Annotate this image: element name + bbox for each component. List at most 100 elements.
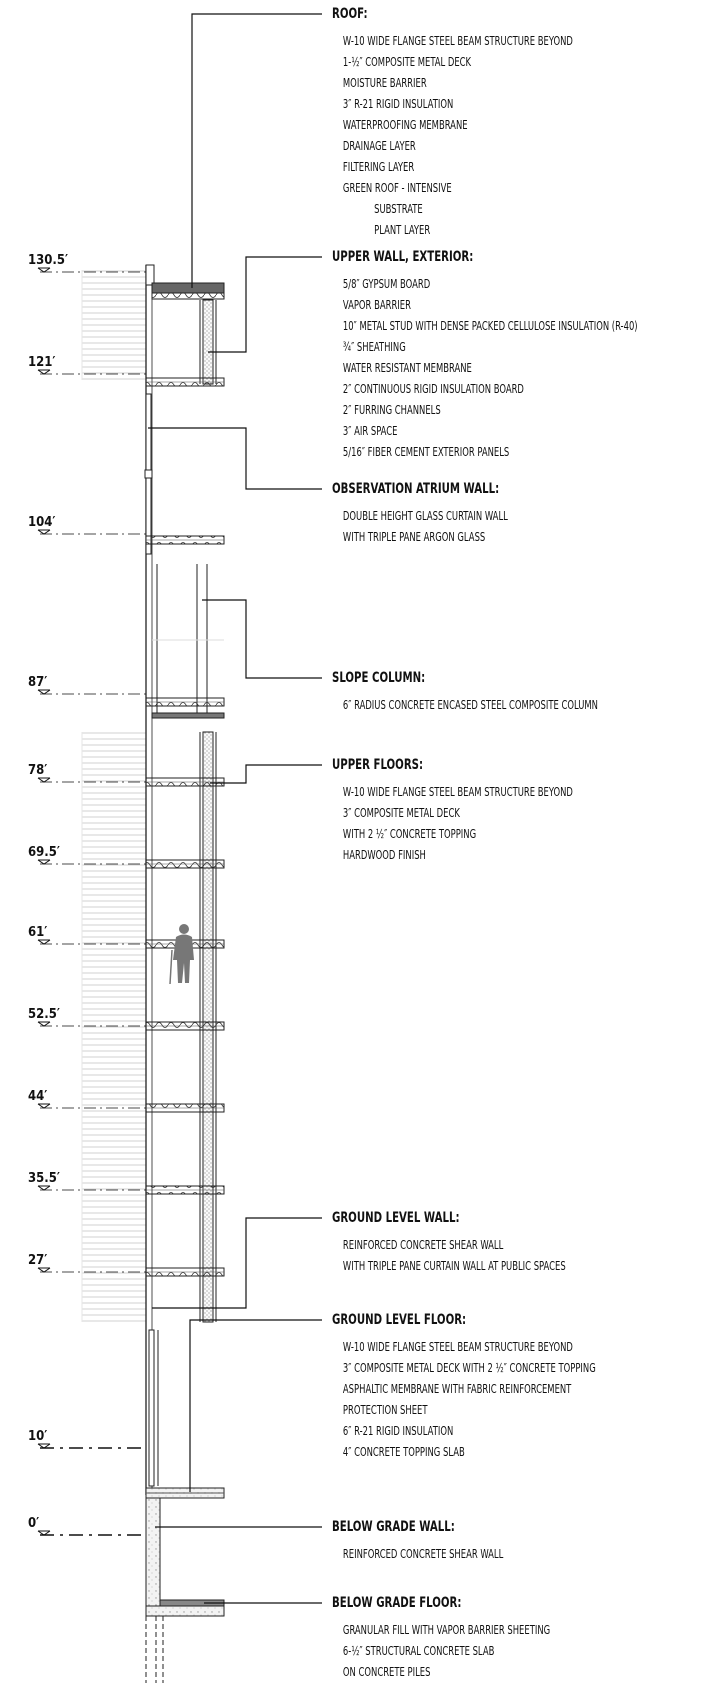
note-title: OBSERVATION ATRIUM WALL: <box>332 481 500 497</box>
leader-slope-column <box>202 599 322 679</box>
note-item: ASPHALTIC MEMBRANE WITH FABRIC REINFORCE… <box>342 1382 572 1396</box>
level-marker: 0′ <box>28 1516 146 1536</box>
building-section <box>144 264 225 1683</box>
note-item: WATERPROOFING MEMBRANE <box>342 118 468 132</box>
level-label: 121′ <box>28 355 56 370</box>
level-marker: 121′ <box>28 355 146 375</box>
note-block: UPPER WALL, EXTERIOR: 5/8″ GYPSUM BOARD VA… <box>332 248 638 463</box>
note-item: 5/8″ GYPSUM BOARD <box>342 277 431 291</box>
note-title: UPPER FLOORS: <box>332 757 424 773</box>
below-grade-wall <box>145 1497 161 1609</box>
level-marker: 52.5′ <box>28 1007 146 1027</box>
note-item: WITH 2 ½″ CONCRETE TOPPING <box>342 827 477 841</box>
note-item: 3″ COMPOSITE METAL DECK WITH 2 ½″ CONCRE… <box>342 1361 596 1375</box>
floor-slab <box>145 697 225 707</box>
siding-upper <box>82 270 146 380</box>
note-item: WATER RESISTANT MEMBRANE <box>342 361 472 375</box>
note-title: UPPER WALL, EXTERIOR: <box>332 249 474 265</box>
level-marker: 10′ <box>28 1429 146 1449</box>
note-item: ON CONCRETE PILES <box>342 1665 431 1679</box>
note-title: GROUND LEVEL FLOOR: <box>332 1312 467 1328</box>
note-block: SLOPE COLUMN:6″ RADIUS CONCRETE ENCASED … <box>332 669 598 716</box>
level-marker: 27′ <box>28 1253 146 1273</box>
note-item: 3″ R-21 RIGID INSULATION <box>342 97 454 111</box>
note-item: 10″ METAL STUD WITH DENSE PACKED CELLULO… <box>342 319 638 333</box>
leader-ground-floor <box>189 1319 322 1492</box>
note-item: GREEN ROOF - INTENSIVE <box>342 181 452 195</box>
note-item: SUBSTRATE <box>374 202 423 216</box>
note-title: BELOW GRADE FLOOR: <box>332 1595 462 1611</box>
level-marker: 35.5′ <box>28 1171 146 1191</box>
note-item: REINFORCED CONCRETE SHEAR WALL <box>342 1547 504 1561</box>
level-label: 0′ <box>28 1516 39 1531</box>
floor-slab <box>145 535 225 545</box>
note-title: SLOPE COLUMN: <box>332 670 426 686</box>
note-item: PLANT LAYER <box>374 223 431 237</box>
level-label: 10′ <box>28 1429 47 1444</box>
note-item: GRANULAR FILL WITH VAPOR BARRIER SHEETIN… <box>342 1623 551 1637</box>
note-item: 2″ FURRING CHANNELS <box>342 403 441 417</box>
leader-roof <box>191 13 322 288</box>
note-item: 6-½″ STRUCTURAL CONCRETE SLAB <box>342 1644 495 1658</box>
note-block: ROOF:W-10 WIDE FLANGE STEEL BEAM STRUCTU… <box>332 5 573 241</box>
level-label: 69.5′ <box>28 845 60 860</box>
level-label: 35.5′ <box>28 1171 60 1186</box>
note-item: 5/16″ FIBER CEMENT EXTERIOR PANELS <box>342 445 510 459</box>
note-item: 3″ COMPOSITE METAL DECK <box>342 806 460 820</box>
level-label: 27′ <box>28 1253 47 1268</box>
level-marker: 69.5′ <box>28 845 146 865</box>
note-item: PROTECTION SHEET <box>342 1403 428 1417</box>
note-item: HARDWOOD FINISH <box>342 848 426 862</box>
level-marker: 61′ <box>28 925 146 945</box>
level-marker: 87′ <box>28 675 146 695</box>
floor-slab <box>145 1185 225 1195</box>
siding-main <box>82 732 146 1322</box>
note-item: VAPOR BARRIER <box>342 298 411 312</box>
note-block: OBSERVATION ATRIUM WALL: DOUBLE HEIGHT GL… <box>332 480 508 548</box>
note-item: DRAINAGE LAYER <box>342 139 416 153</box>
note-title: BELOW GRADE WALL: <box>332 1519 455 1535</box>
level-marker: 44′ <box>28 1089 146 1109</box>
note-item: DOUBLE HEIGHT GLASS CURTAIN WALL <box>342 509 508 523</box>
level-label: 52.5′ <box>28 1007 60 1022</box>
note-item: 1-½″ COMPOSITE METAL DECK <box>342 55 472 69</box>
leader-ground-wall <box>152 1217 322 1309</box>
note-item: WITH TRIPLE PANE ARGON GLASS <box>342 530 486 544</box>
floor-slab <box>145 1103 225 1113</box>
upper-wall-insulation <box>202 299 214 385</box>
level-marker: 130.5′ <box>28 253 146 273</box>
note-title: GROUND LEVEL WALL: <box>332 1210 460 1226</box>
note-item: 3″ AIR SPACE <box>342 424 398 438</box>
note-item: 4″ CONCRETE TOPPING SLAB <box>342 1445 465 1459</box>
note-block: GROUND LEVEL FLOOR: W-10 WIDE FLANGE STEE… <box>332 1311 596 1463</box>
floor-slab <box>145 377 225 387</box>
note-item: W-10 WIDE FLANGE STEEL BEAM STRUCTURE BE… <box>342 1340 573 1354</box>
level-label: 130.5′ <box>28 253 68 268</box>
note-item: ¾″ SHEATHING <box>342 340 406 354</box>
level-marker: 104′ <box>28 515 146 535</box>
floor-slab <box>145 777 225 787</box>
note-item: W-10 WIDE FLANGE STEEL BEAM STRUCTURE BE… <box>342 785 573 799</box>
below-grade-floor <box>145 1605 225 1617</box>
note-item: 6″ R-21 RIGID INSULATION <box>342 1424 454 1438</box>
note-item: MOISTURE BARRIER <box>342 76 427 90</box>
note-item: REINFORCED CONCRETE SHEAR WALL <box>342 1238 504 1252</box>
note-block: BELOW GRADE FLOOR: GRANULAR FILL WITH VAP… <box>332 1594 550 1683</box>
ground-curtain-wall <box>148 1329 155 1487</box>
note-block: UPPER FLOORS: W-10 WIDE FLANGE STEEL BEAM… <box>332 756 573 866</box>
floor-slab <box>145 1267 225 1277</box>
level-marker: 78′ <box>28 763 146 783</box>
leader-lines <box>148 13 322 1604</box>
note-item: 2″ CONTINUOUS RIGID INSULATION BOARD <box>342 382 524 396</box>
human-figure <box>169 924 194 985</box>
floor-slab <box>145 1021 225 1031</box>
note-item: W-10 WIDE FLANGE STEEL BEAM STRUCTURE BE… <box>342 34 573 48</box>
level-label: 87′ <box>28 675 47 690</box>
roof-slab <box>151 282 225 294</box>
level-label: 44′ <box>28 1089 47 1104</box>
level-label: 78′ <box>28 763 47 778</box>
note-item: WITH TRIPLE PANE CURTAIN WALL AT PUBLIC … <box>342 1259 566 1273</box>
level-markers: 130.5′ 121′ 104′ 87′ 78′ 69.5′ 61′ 52.5′ 44′ 35.5… <box>28 253 146 1536</box>
